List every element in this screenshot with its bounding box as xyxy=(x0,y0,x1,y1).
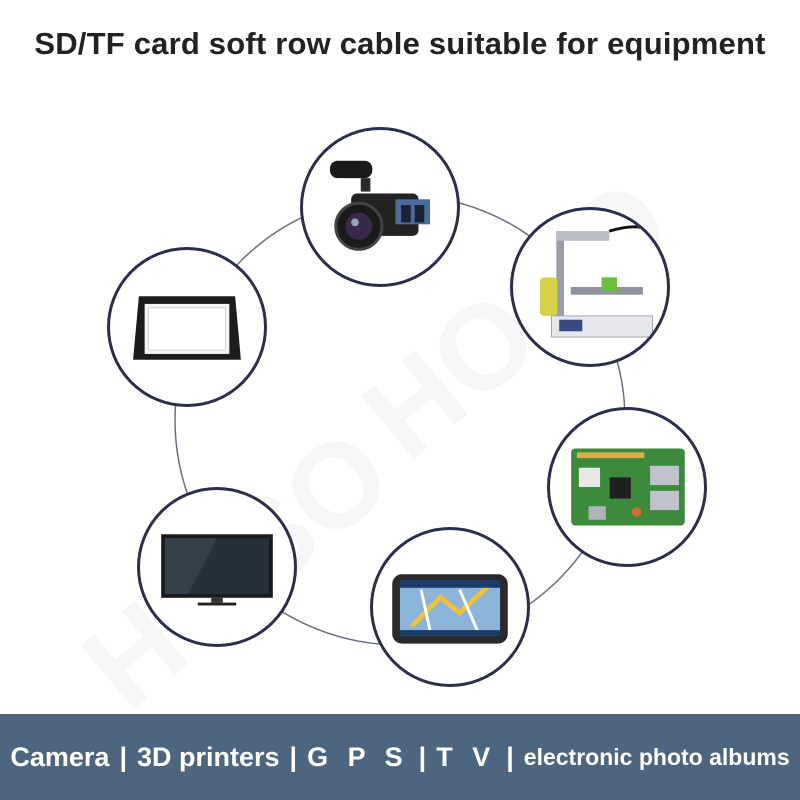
3d-printer-icon xyxy=(539,225,659,338)
device-circle-gps xyxy=(370,527,530,687)
device-circle-circuit-board xyxy=(547,407,707,567)
device-circle-tv xyxy=(137,487,297,647)
footer-bar: Camera | 3D printers | G P S | T V | ele… xyxy=(0,714,800,800)
footer-item-tv: T V xyxy=(436,741,497,772)
circuit-board-icon xyxy=(571,448,685,526)
footer-separator: | xyxy=(418,741,427,772)
footer-item-gps: G P S xyxy=(307,741,409,772)
footer-separator: | xyxy=(289,741,298,772)
device-circle-photo-frame xyxy=(107,247,267,407)
footer-separator: | xyxy=(506,741,514,772)
photo-frame-icon xyxy=(133,296,241,360)
footer-item-3d-printers: 3D printers xyxy=(137,741,280,772)
footer-item-camera: Camera xyxy=(10,741,110,772)
tv-icon xyxy=(161,534,273,606)
footer-item-electronic-photo-albums: electronic photo albums xyxy=(523,743,790,770)
page-title: SD/TF card soft row cable suitable for e… xyxy=(34,26,766,61)
camcorder-icon xyxy=(329,160,431,251)
device-circle-3d-printer xyxy=(510,207,670,367)
device-circle-camcorder xyxy=(300,127,460,287)
footer-separator: | xyxy=(119,741,127,772)
gps-device-icon xyxy=(392,574,508,644)
